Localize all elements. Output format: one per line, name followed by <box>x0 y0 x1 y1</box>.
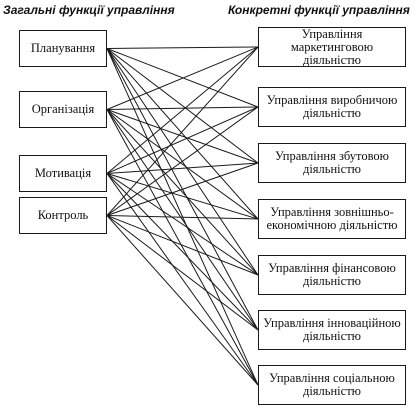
connection-line-3-6 <box>106 215 259 386</box>
connection-line-1-6 <box>106 109 259 386</box>
specific-functions-heading: Конкретні функції управління <box>228 3 410 17</box>
connection-line-0-0 <box>106 46 259 49</box>
connection-line-3-0 <box>106 46 259 216</box>
connection-line-1-1 <box>106 106 259 110</box>
connection-line-2-5 <box>106 173 259 331</box>
general-function-organization: Організація <box>19 91 107 128</box>
connection-line-2-1 <box>106 106 259 174</box>
specific-function-social: Управління соціальною діяльністю <box>258 365 406 405</box>
general-function-planning: Планування <box>19 30 107 67</box>
connection-line-3-1 <box>106 106 259 216</box>
specific-function-sales: Управління збутовою діяльністю <box>258 143 406 183</box>
connection-line-1-5 <box>106 109 259 331</box>
specific-function-production: Управління виробничою діяльністю <box>258 87 406 127</box>
general-functions-heading: Загальні функції управління <box>3 3 175 17</box>
connection-line-3-5 <box>106 215 259 331</box>
connection-line-0-2 <box>106 48 259 164</box>
connection-line-2-3 <box>106 173 259 220</box>
connection-line-2-4 <box>106 173 259 276</box>
connection-line-0-3 <box>106 48 259 220</box>
connection-line-1-2 <box>106 109 259 164</box>
specific-function-financial: Управління фінансовою діяльністю <box>258 255 406 295</box>
connection-line-2-6 <box>106 173 259 386</box>
connection-line-1-4 <box>106 109 259 276</box>
specific-function-innovation: Управління інноваційною діяльністю <box>258 310 406 350</box>
general-function-motivation: Мотивація <box>19 155 107 192</box>
connection-line-3-4 <box>106 215 259 276</box>
general-function-control: Контроль <box>19 197 107 234</box>
connection-line-3-3 <box>106 215 259 220</box>
connection-line-2-2 <box>106 162 259 174</box>
connection-line-1-3 <box>106 109 259 220</box>
connection-line-3-2 <box>106 162 259 216</box>
specific-function-marketing: Управління маркетинговою діяльністю <box>258 27 406 67</box>
connection-line-2-0 <box>106 46 259 174</box>
specific-function-foreign-economic: Управління зовнішньо-економічною діяльні… <box>258 199 406 239</box>
connection-line-1-0 <box>106 46 259 110</box>
